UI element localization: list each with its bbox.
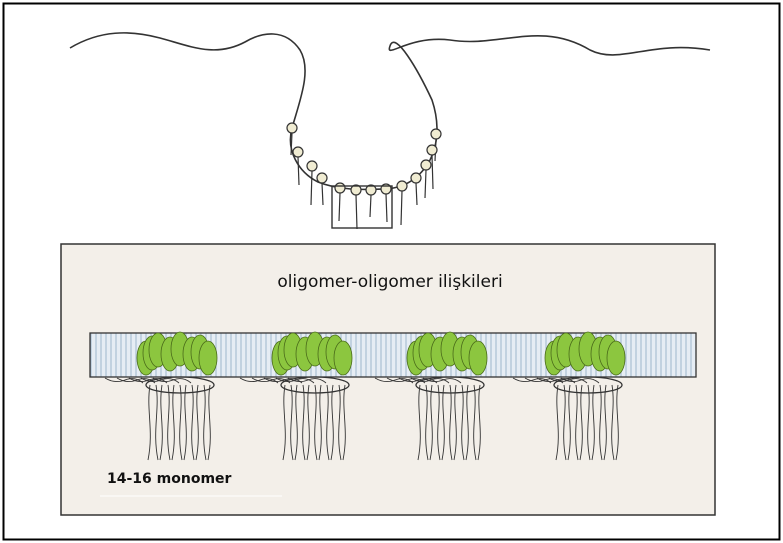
oligomer-subunit — [199, 341, 217, 375]
oligomer-subunit — [334, 341, 352, 375]
bead — [411, 173, 421, 183]
panel-title: oligomer-oligomer ilişkileri — [277, 272, 502, 292]
bead — [335, 183, 345, 193]
oligomer-subunit — [469, 341, 487, 375]
bead — [293, 147, 303, 157]
bead — [287, 123, 297, 133]
bead — [427, 145, 437, 155]
monomer-label: 14-16 monomer — [107, 471, 232, 487]
bead — [317, 173, 327, 183]
bead — [307, 161, 317, 171]
bead — [431, 129, 441, 139]
oligomer-subunit — [607, 341, 625, 375]
bead — [397, 181, 407, 191]
bead — [421, 160, 431, 170]
